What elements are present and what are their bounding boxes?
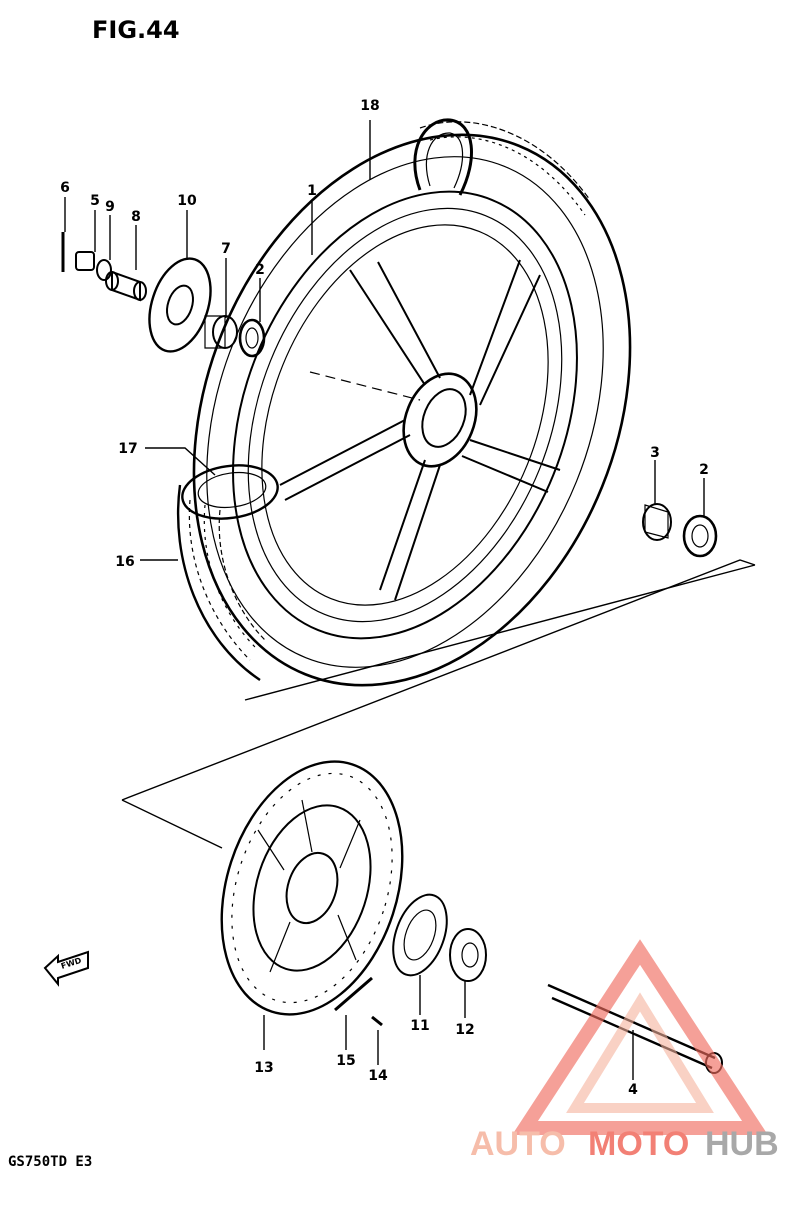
callout-5: 5 xyxy=(90,193,100,209)
callout-14: 14 xyxy=(368,1068,388,1084)
forward-arrow-icon: FWD xyxy=(43,950,89,987)
triangle-logo-icon xyxy=(512,939,768,1135)
callout-9: 9 xyxy=(105,199,115,215)
callout-7: 7 xyxy=(221,241,231,257)
leader-lines xyxy=(64,120,705,1080)
callout-1: 1 xyxy=(307,183,317,199)
callout-3: 3 xyxy=(650,445,660,461)
callout-4: 4 xyxy=(628,1082,638,1098)
callout-13: 13 xyxy=(254,1060,273,1076)
callout-10: 10 xyxy=(177,193,197,209)
left-hub-parts xyxy=(61,232,266,358)
callout-2-right: 2 xyxy=(699,462,709,478)
model-code: GS750TD E3 xyxy=(8,1154,92,1170)
figure-title: FIG.44 xyxy=(92,16,180,44)
brake-hardware xyxy=(334,893,487,1027)
wheel-assembly xyxy=(176,118,632,687)
callout-12: 12 xyxy=(455,1022,474,1038)
right-hub-parts xyxy=(642,503,718,558)
callout-6: 6 xyxy=(60,180,70,196)
watermark-hub: HUB xyxy=(705,1125,779,1163)
watermark-auto: AUTO xyxy=(470,1125,566,1163)
brake-disc xyxy=(220,760,404,1016)
callout-17: 17 xyxy=(118,441,137,457)
callout-15: 15 xyxy=(336,1053,355,1069)
callout-16: 16 xyxy=(115,554,134,570)
watermark-moto: MOTO xyxy=(588,1125,689,1163)
callout-2-left: 2 xyxy=(255,262,265,278)
callout-8: 8 xyxy=(131,209,141,225)
callout-18: 18 xyxy=(360,98,379,114)
callout-11: 11 xyxy=(410,1018,429,1034)
watermark-logo: AUTO MOTO HUB xyxy=(470,939,779,1163)
callout-labels: 1 2 2 3 4 5 6 7 8 9 10 11 12 13 14 15 16… xyxy=(60,98,709,1098)
